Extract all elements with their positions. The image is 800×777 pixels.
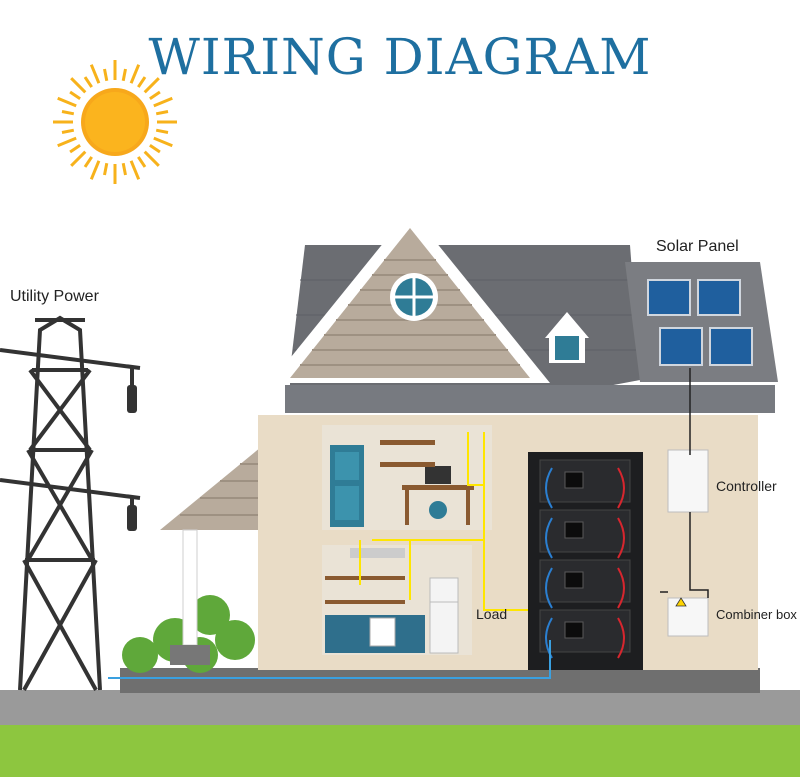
- chair-icon: [429, 501, 447, 519]
- sun-ray: [69, 144, 81, 154]
- grass-ground: [0, 725, 800, 777]
- dormer-window-icon: [545, 312, 589, 363]
- desk-icon: [402, 485, 474, 490]
- load-label: Load: [476, 606, 508, 622]
- sun-ray: [83, 156, 93, 168]
- sun-ray: [70, 77, 87, 94]
- sun-ray: [70, 150, 87, 167]
- sun-ray: [103, 162, 109, 176]
- sun-ray: [155, 128, 169, 134]
- sun-ray: [149, 90, 161, 100]
- grid-wire: [108, 640, 551, 679]
- battery-module-icon: [539, 509, 631, 559]
- range-hood: [350, 548, 405, 558]
- utility-tower-icon: [0, 315, 141, 691]
- sun-ray: [89, 160, 101, 180]
- sun-ray: [69, 90, 81, 100]
- monitor-icon: [425, 466, 451, 484]
- foundation: [120, 668, 760, 693]
- sun-ray: [121, 68, 127, 82]
- gable-siding-lines: [300, 259, 520, 366]
- sun-ray: [143, 150, 160, 167]
- battery-module-icon: [539, 559, 631, 609]
- battery-module-icon: [539, 459, 631, 509]
- insulator: [127, 505, 137, 531]
- solar-panel-label: Solar Panel: [656, 238, 739, 255]
- sun-ray: [153, 136, 173, 148]
- sun-ray: [57, 96, 77, 108]
- solar-wire: [660, 368, 709, 598]
- sun-ray: [129, 160, 141, 180]
- round-window-icon: [390, 273, 438, 321]
- sun-ray: [121, 162, 127, 176]
- sun-ray: [57, 136, 77, 148]
- sink-icon: [369, 617, 396, 647]
- insulator: [127, 385, 137, 413]
- sun-ray: [129, 64, 141, 84]
- sun-ray: [143, 77, 160, 94]
- sun-ray: [61, 110, 75, 116]
- sun-ray: [153, 96, 173, 108]
- sun-ray: [137, 76, 147, 88]
- sun-ray: [83, 76, 93, 88]
- sun-icon: [53, 60, 177, 184]
- porch-column: [182, 529, 198, 646]
- combiner-box-label: Combiner box: [716, 607, 797, 622]
- sun-ray: [155, 110, 169, 116]
- sun-ray: [61, 128, 75, 134]
- controller-label: Controller: [716, 478, 777, 494]
- load-wires: [359, 432, 528, 611]
- sun-ray: [89, 64, 101, 84]
- combiner-box-icon: [667, 597, 709, 637]
- sun-ray: [103, 68, 109, 82]
- fridge-icon: [429, 577, 459, 654]
- page-title: WIRING DIAGRAM: [148, 28, 652, 86]
- solar-panel-icon: [647, 279, 753, 366]
- controller-icon: [667, 449, 709, 513]
- roof-eave: [285, 385, 775, 413]
- sun-ray: [137, 156, 147, 168]
- battery-modules: [539, 459, 631, 659]
- sun-ray: [149, 144, 161, 154]
- porch-base: [170, 645, 210, 665]
- utility-power-label: Utility Power: [10, 288, 99, 305]
- battery-module-icon: [539, 609, 631, 659]
- pavement: [0, 690, 800, 725]
